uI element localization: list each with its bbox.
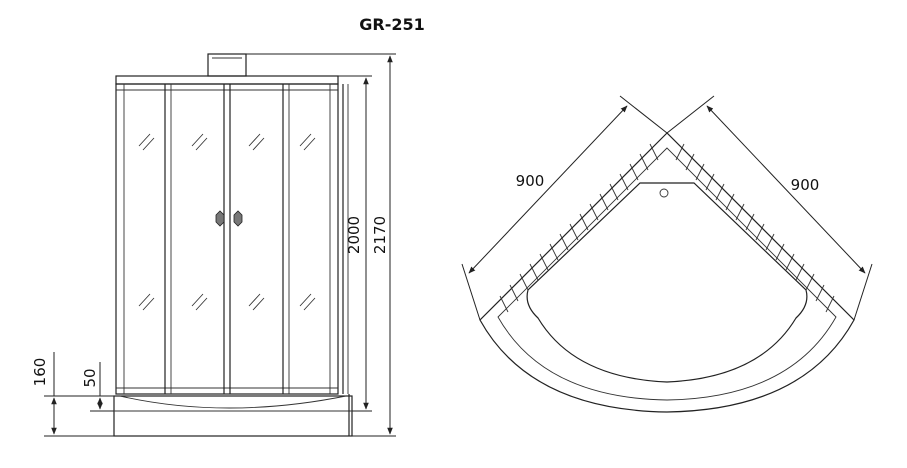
wall-hatching-right (675, 143, 835, 313)
tray-outer-outline (479, 132, 855, 413)
dim-side-left: 900 (516, 172, 545, 190)
tray-inner-basin (526, 182, 808, 383)
model-title: GR-251 (359, 15, 425, 34)
cabin-frame (115, 83, 339, 395)
shower-tray (113, 394, 353, 437)
wall-hatching-left (499, 143, 659, 313)
door-handle-left (215, 210, 225, 227)
dim-cabin-height: 2000 (345, 216, 363, 254)
top-dimensions: 900 900 (461, 95, 873, 321)
dim-tray-step: 50 (81, 368, 99, 387)
roof-vent (207, 53, 247, 77)
front-dimensions: 2000 2170 160 50 (31, 53, 396, 437)
door-handle-right (233, 210, 243, 227)
dim-total-height: 2170 (371, 216, 389, 254)
cabin-roof (115, 75, 339, 85)
front-view (113, 53, 353, 437)
dim-tray-height: 160 (31, 358, 49, 387)
drain-icon (659, 188, 669, 198)
dim-side-right: 900 (791, 176, 820, 194)
glass-reflections (138, 133, 316, 311)
